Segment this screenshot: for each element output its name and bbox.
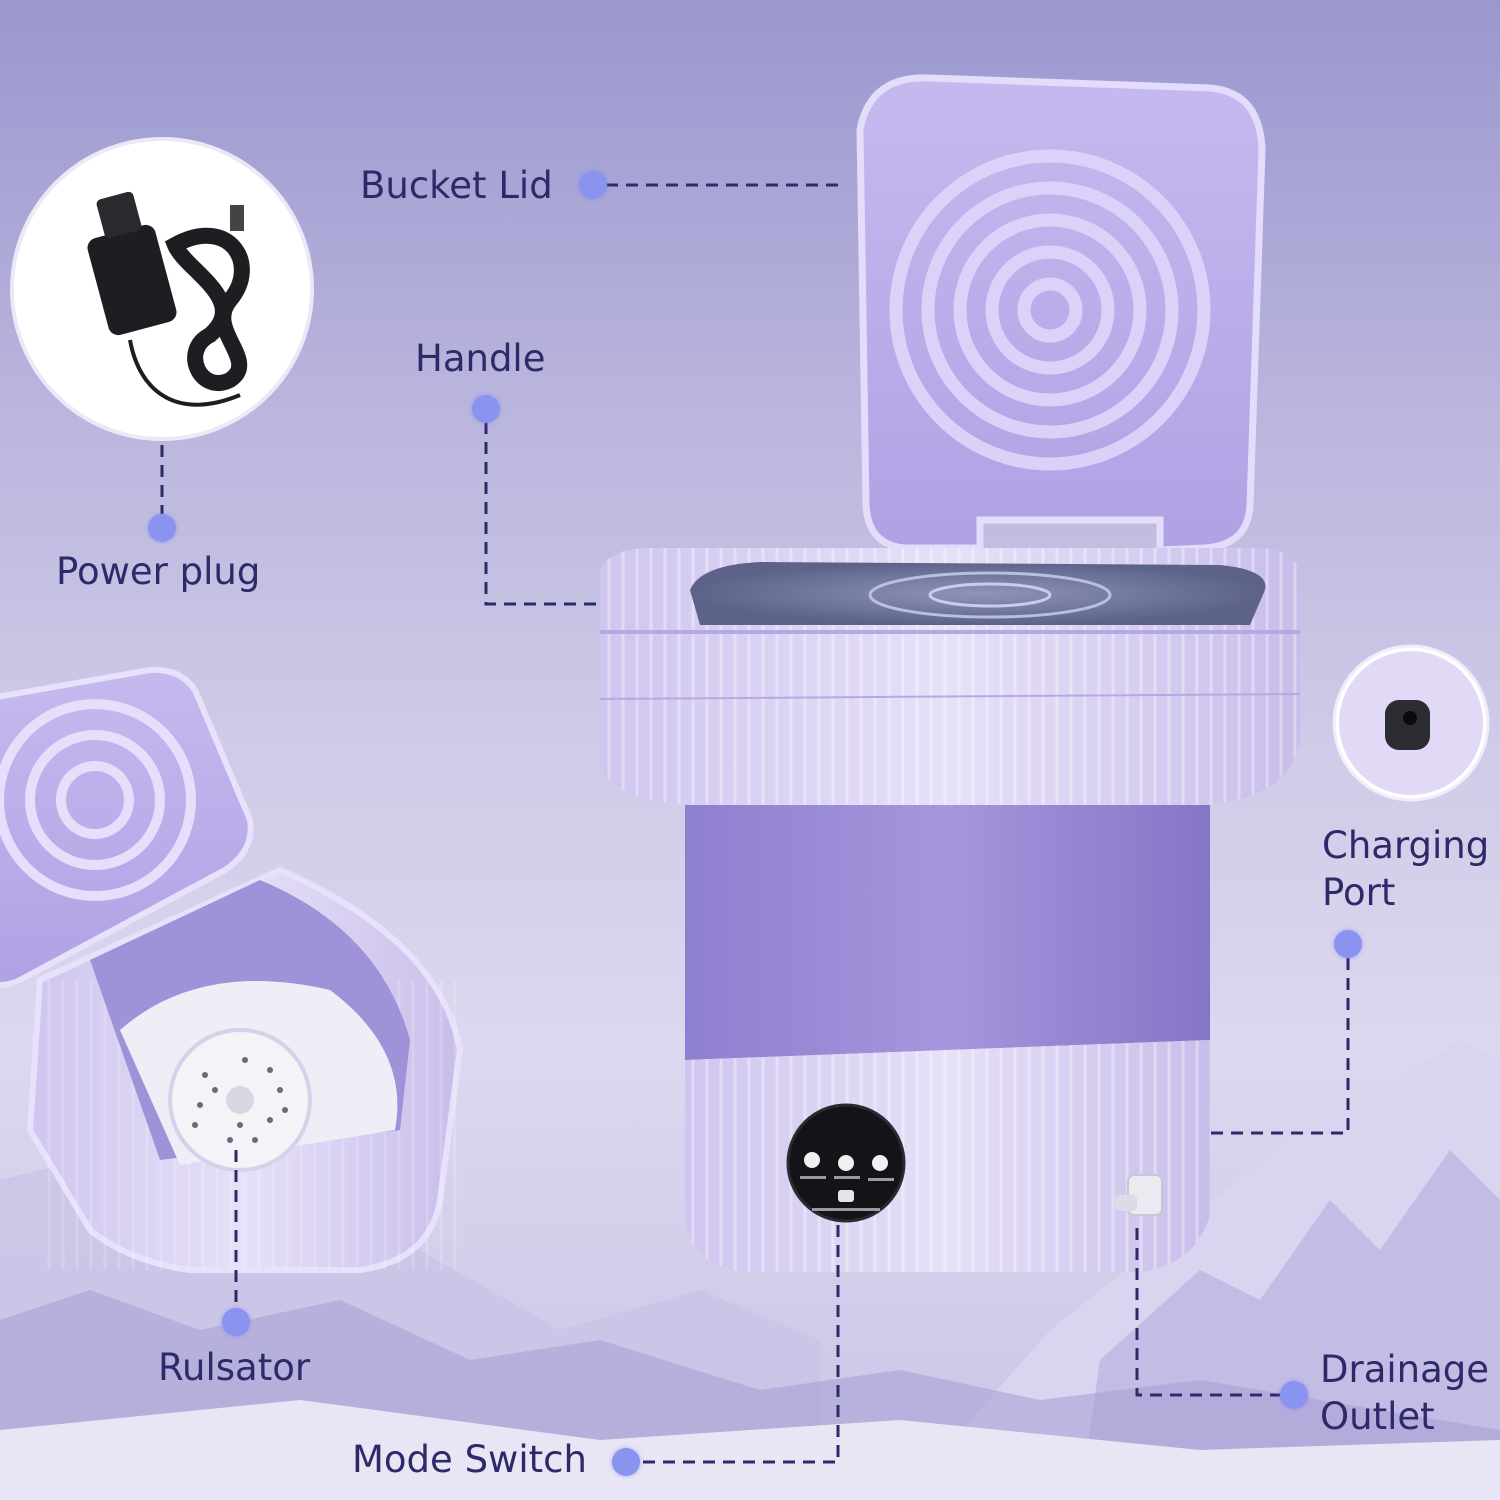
drainage-outlet-label: Drainage Outlet	[1320, 1346, 1489, 1440]
drainage-outlet-label-line1: Drainage	[1320, 1348, 1490, 1391]
handle-label: Handle	[415, 337, 546, 380]
washing-machine-main	[599, 74, 1301, 1272]
mode-switch-label: Mode Switch	[352, 1438, 587, 1481]
mode-switch-callout-dot	[612, 1448, 640, 1476]
control-panel-icon	[786, 1103, 906, 1223]
bucket-lid-label: Bucket Lid	[360, 164, 553, 207]
bucket-lid-callout-dot	[579, 171, 607, 199]
power-adapter-icon	[10, 137, 314, 441]
charging-port-label: Charging Port	[1322, 822, 1489, 916]
drainage-outlet-callout-dot	[1280, 1381, 1308, 1409]
power-plug-label: Power plug	[56, 550, 261, 593]
handle-callout-dot	[472, 395, 500, 423]
mountain-background	[0, 1040, 1500, 1500]
rulsator-callout-dot	[222, 1308, 250, 1336]
charging-port-label-line1: Charging	[1322, 824, 1490, 867]
rulsator-machine	[0, 666, 464, 1273]
power-plug-callout-dot	[148, 514, 176, 542]
drainage-outlet-label-line2: Outlet	[1320, 1395, 1435, 1438]
rulsator-label: Rulsator	[158, 1346, 311, 1389]
dc-jack-icon	[1332, 644, 1490, 802]
charging-port-callout-dot	[1334, 930, 1362, 958]
charging-port-label-line2: Port	[1322, 871, 1396, 914]
callout-lines	[160, 183, 1350, 1464]
